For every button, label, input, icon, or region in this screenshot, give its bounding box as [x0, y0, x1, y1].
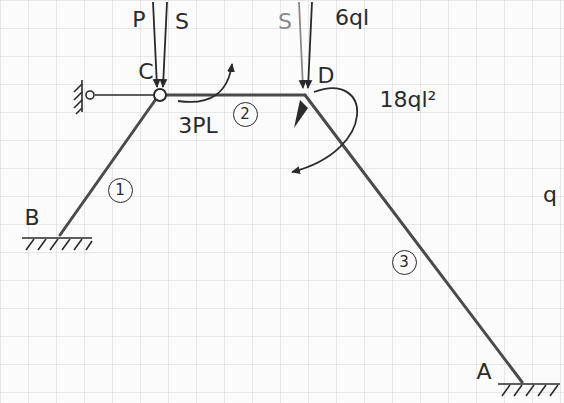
moment-18ql2 [292, 88, 357, 172]
point-loads [153, 2, 312, 88]
load-label: P [132, 9, 145, 31]
member-number: 1 [108, 178, 133, 203]
load-label: q [543, 184, 557, 206]
load-label: 6ql [335, 7, 369, 29]
support-b [22, 238, 92, 250]
moment-label: 18ql² [380, 89, 437, 111]
moment-3pl [178, 64, 232, 102]
rigid-joint-mark [294, 100, 308, 128]
load-label: S [175, 11, 189, 33]
member-number: 2 [233, 102, 258, 127]
roller-support-c [74, 80, 154, 114]
point-label: C [138, 61, 153, 83]
member-number-text: 2 [240, 107, 250, 122]
frame-members [60, 95, 522, 382]
load-label: S [278, 11, 292, 33]
member-number: 3 [392, 250, 417, 275]
support-label: A [476, 361, 491, 383]
hinge [154, 89, 166, 101]
point-load-grey [299, 2, 303, 88]
moment-label: 3PL [178, 115, 218, 137]
support-label: B [24, 207, 39, 229]
member-number-text: 1 [115, 183, 125, 198]
member-number-text: 3 [399, 255, 409, 270]
point-label: D [318, 65, 335, 87]
support-a [498, 384, 560, 396]
